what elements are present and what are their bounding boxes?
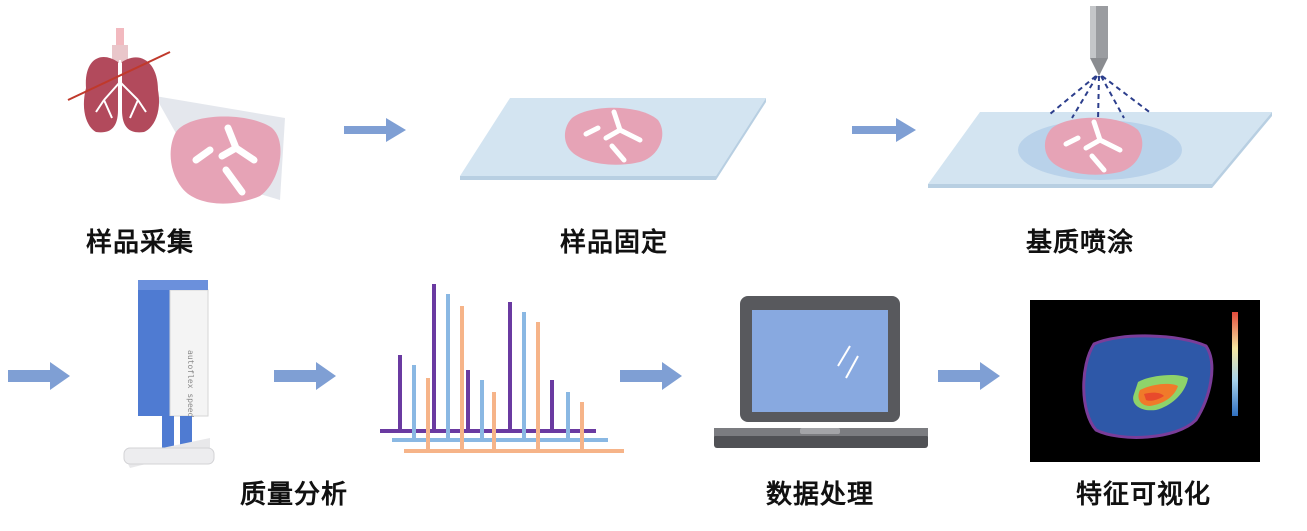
matrix-spray-icon [928,6,1272,188]
step-label-fixation: 样品固定 [560,228,669,258]
arrow-2-icon [852,118,916,142]
mass-spectrometer-icon: autoflex speed [123,280,215,468]
step-label-visualization: 特征可视化 [1076,480,1212,510]
heatmap-image-icon [1030,300,1260,462]
step-label-mass-analysis: 质量分析 [240,480,349,510]
step-label-matrix-spray: 基质喷涂 [1026,228,1135,258]
arrow-5-icon [620,362,682,390]
mass-spectra-icon [380,284,624,453]
glass-slide-icon [460,98,766,180]
svg-text:autoflex speed: autoflex speed [186,350,195,418]
lung-tissue-sampling-icon [67,28,285,204]
arrow-4-icon [274,362,336,390]
step-label-data-processing: 数据处理 [766,480,875,510]
step-label-sampling: 样品采集 [86,228,195,258]
arrow-6-icon [938,362,1000,390]
arrow-3-icon [8,362,70,390]
arrow-1-icon [344,118,406,142]
laptop-icon [714,296,928,448]
